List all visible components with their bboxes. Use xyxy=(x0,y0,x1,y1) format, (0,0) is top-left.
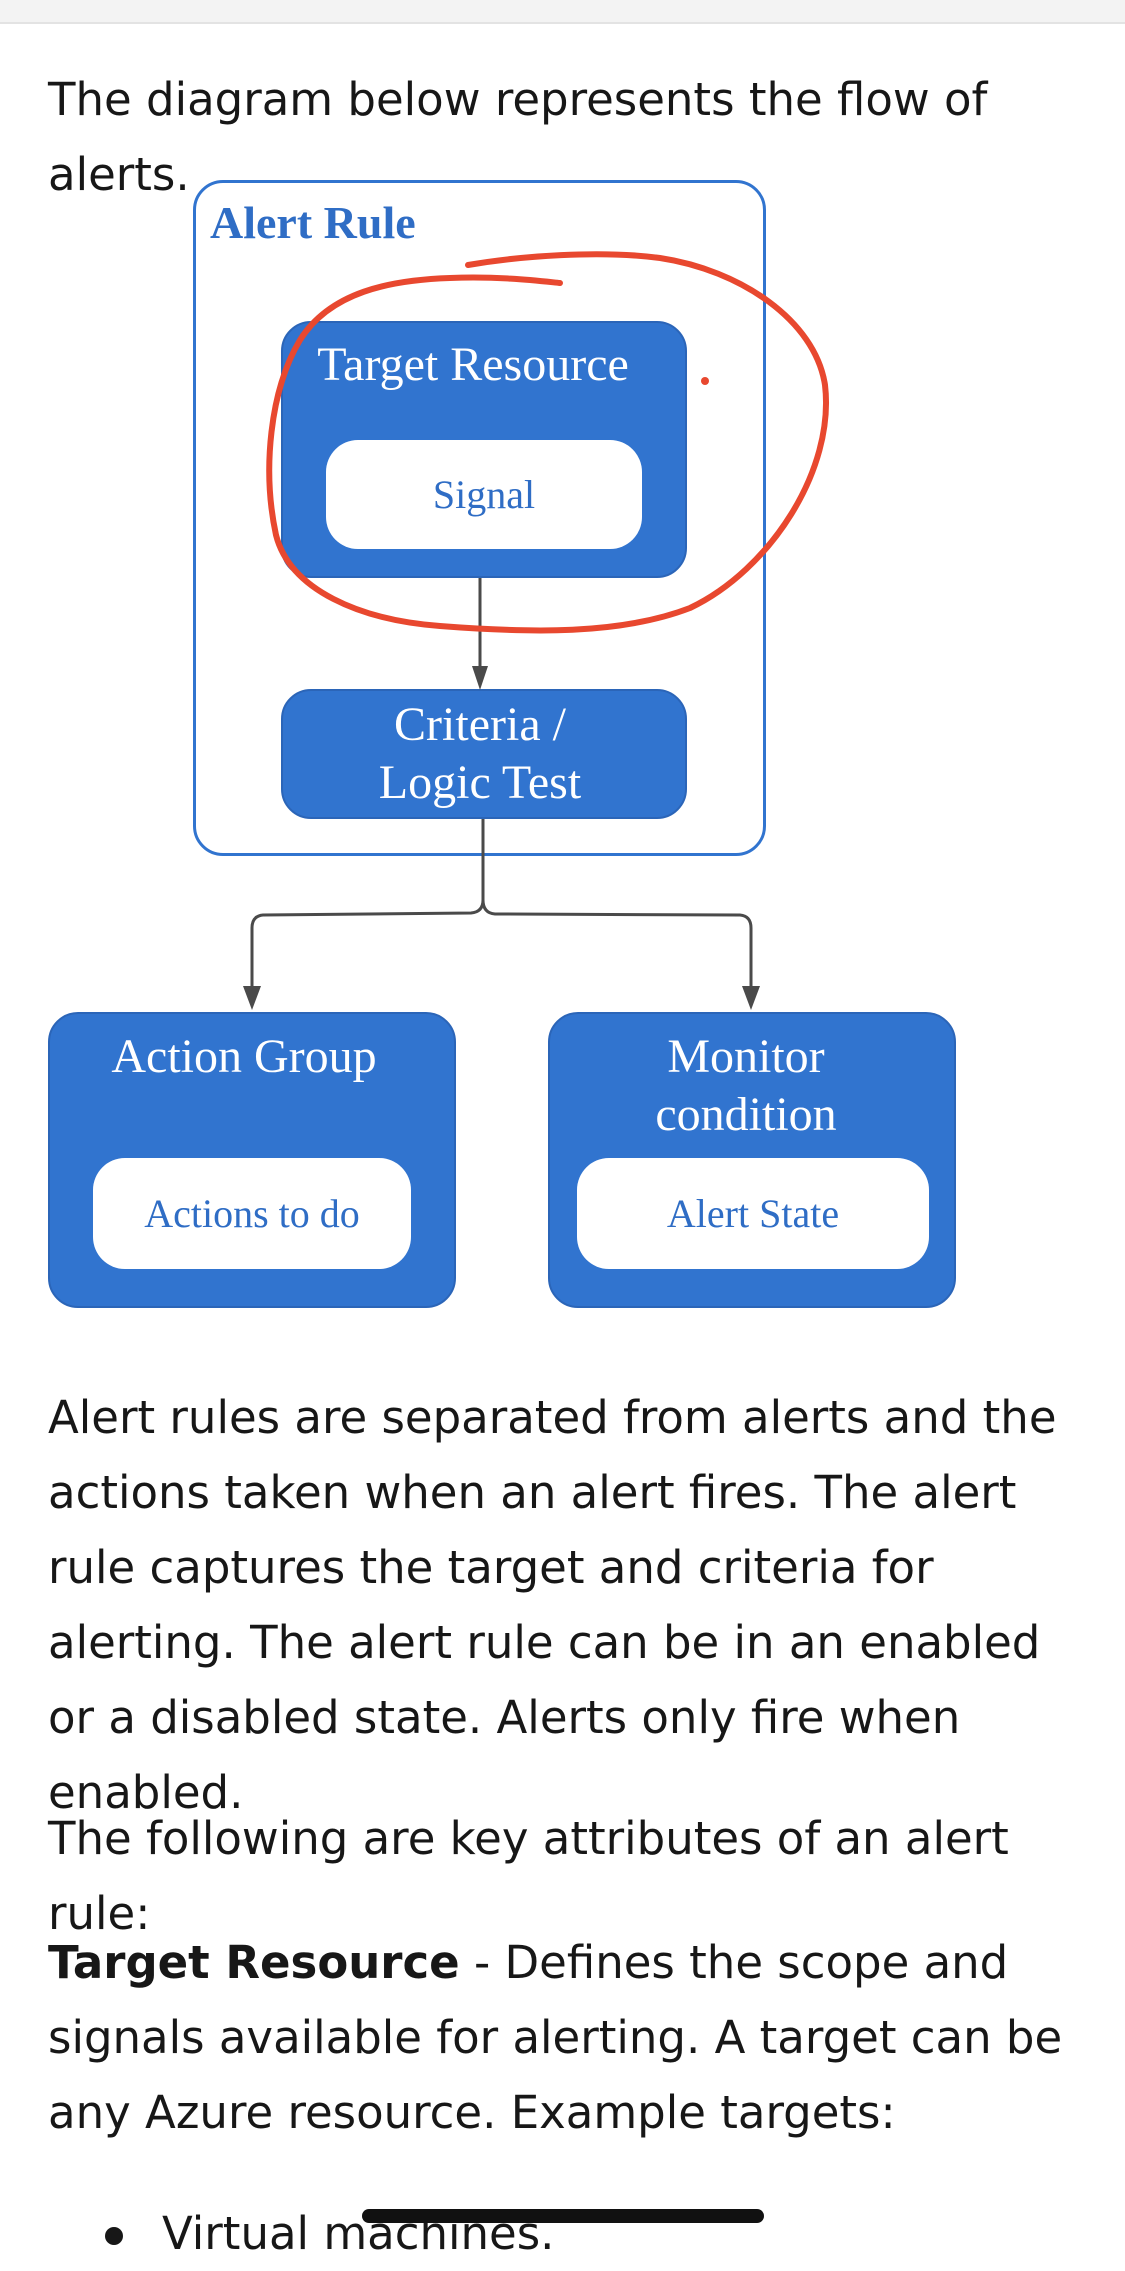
criteria-box xyxy=(281,689,687,819)
alert-rule-title: Alert Rule xyxy=(210,197,416,248)
alert-state-pill: Alert State xyxy=(577,1158,929,1269)
criteria-title: Criteria / Logic Test xyxy=(281,696,679,812)
signal-pill: Signal xyxy=(326,440,642,549)
home-indicator[interactable] xyxy=(362,2209,764,2223)
connector-layer xyxy=(243,251,829,1010)
monitor-line-2: condition xyxy=(655,1088,837,1141)
actions-pill: Actions to do xyxy=(93,1158,411,1269)
monitor-line-1: Monitor xyxy=(667,1030,825,1083)
criteria-line-2: Logic Test xyxy=(378,756,582,809)
action-group-title: Action Group xyxy=(111,1030,377,1083)
bullet-dot xyxy=(105,2227,123,2245)
criteria-to-monitor-connector xyxy=(481,899,753,988)
arrowhead-action-group xyxy=(243,986,261,1010)
red-annotation-dot xyxy=(701,377,709,385)
example-targets-list: Virtual machines. xyxy=(48,2196,554,2271)
target-resource-title: Target Resource xyxy=(317,338,629,391)
target-resource-definition: - Defines the scope and signals availabl… xyxy=(48,1936,1063,2139)
alert-flow-diagram: Alert Rule Target Resource Signal Criter… xyxy=(48,180,956,1308)
paragraph-3: Target Resource - Defines the scope and … xyxy=(48,1925,1088,2150)
arrowhead-monitor xyxy=(742,986,760,1010)
arrowhead-criteria xyxy=(472,666,488,690)
criteria-line-1: Criteria / xyxy=(394,698,566,751)
criteria-to-action-connector xyxy=(250,819,485,988)
target-resource-term: Target Resource xyxy=(48,1936,460,1989)
paragraph-2: The following are key attributes of an a… xyxy=(48,1812,1009,1940)
red-annotation-circle xyxy=(266,251,829,634)
monitor-condition-title: Monitor condition xyxy=(548,1028,944,1144)
top-strip xyxy=(0,0,1125,24)
list-item: Virtual machines. xyxy=(48,2196,554,2271)
intro-text: The diagram below represents the flow of… xyxy=(48,73,988,201)
paragraph-1: Alert rules are separated from alerts an… xyxy=(48,1391,1057,1819)
